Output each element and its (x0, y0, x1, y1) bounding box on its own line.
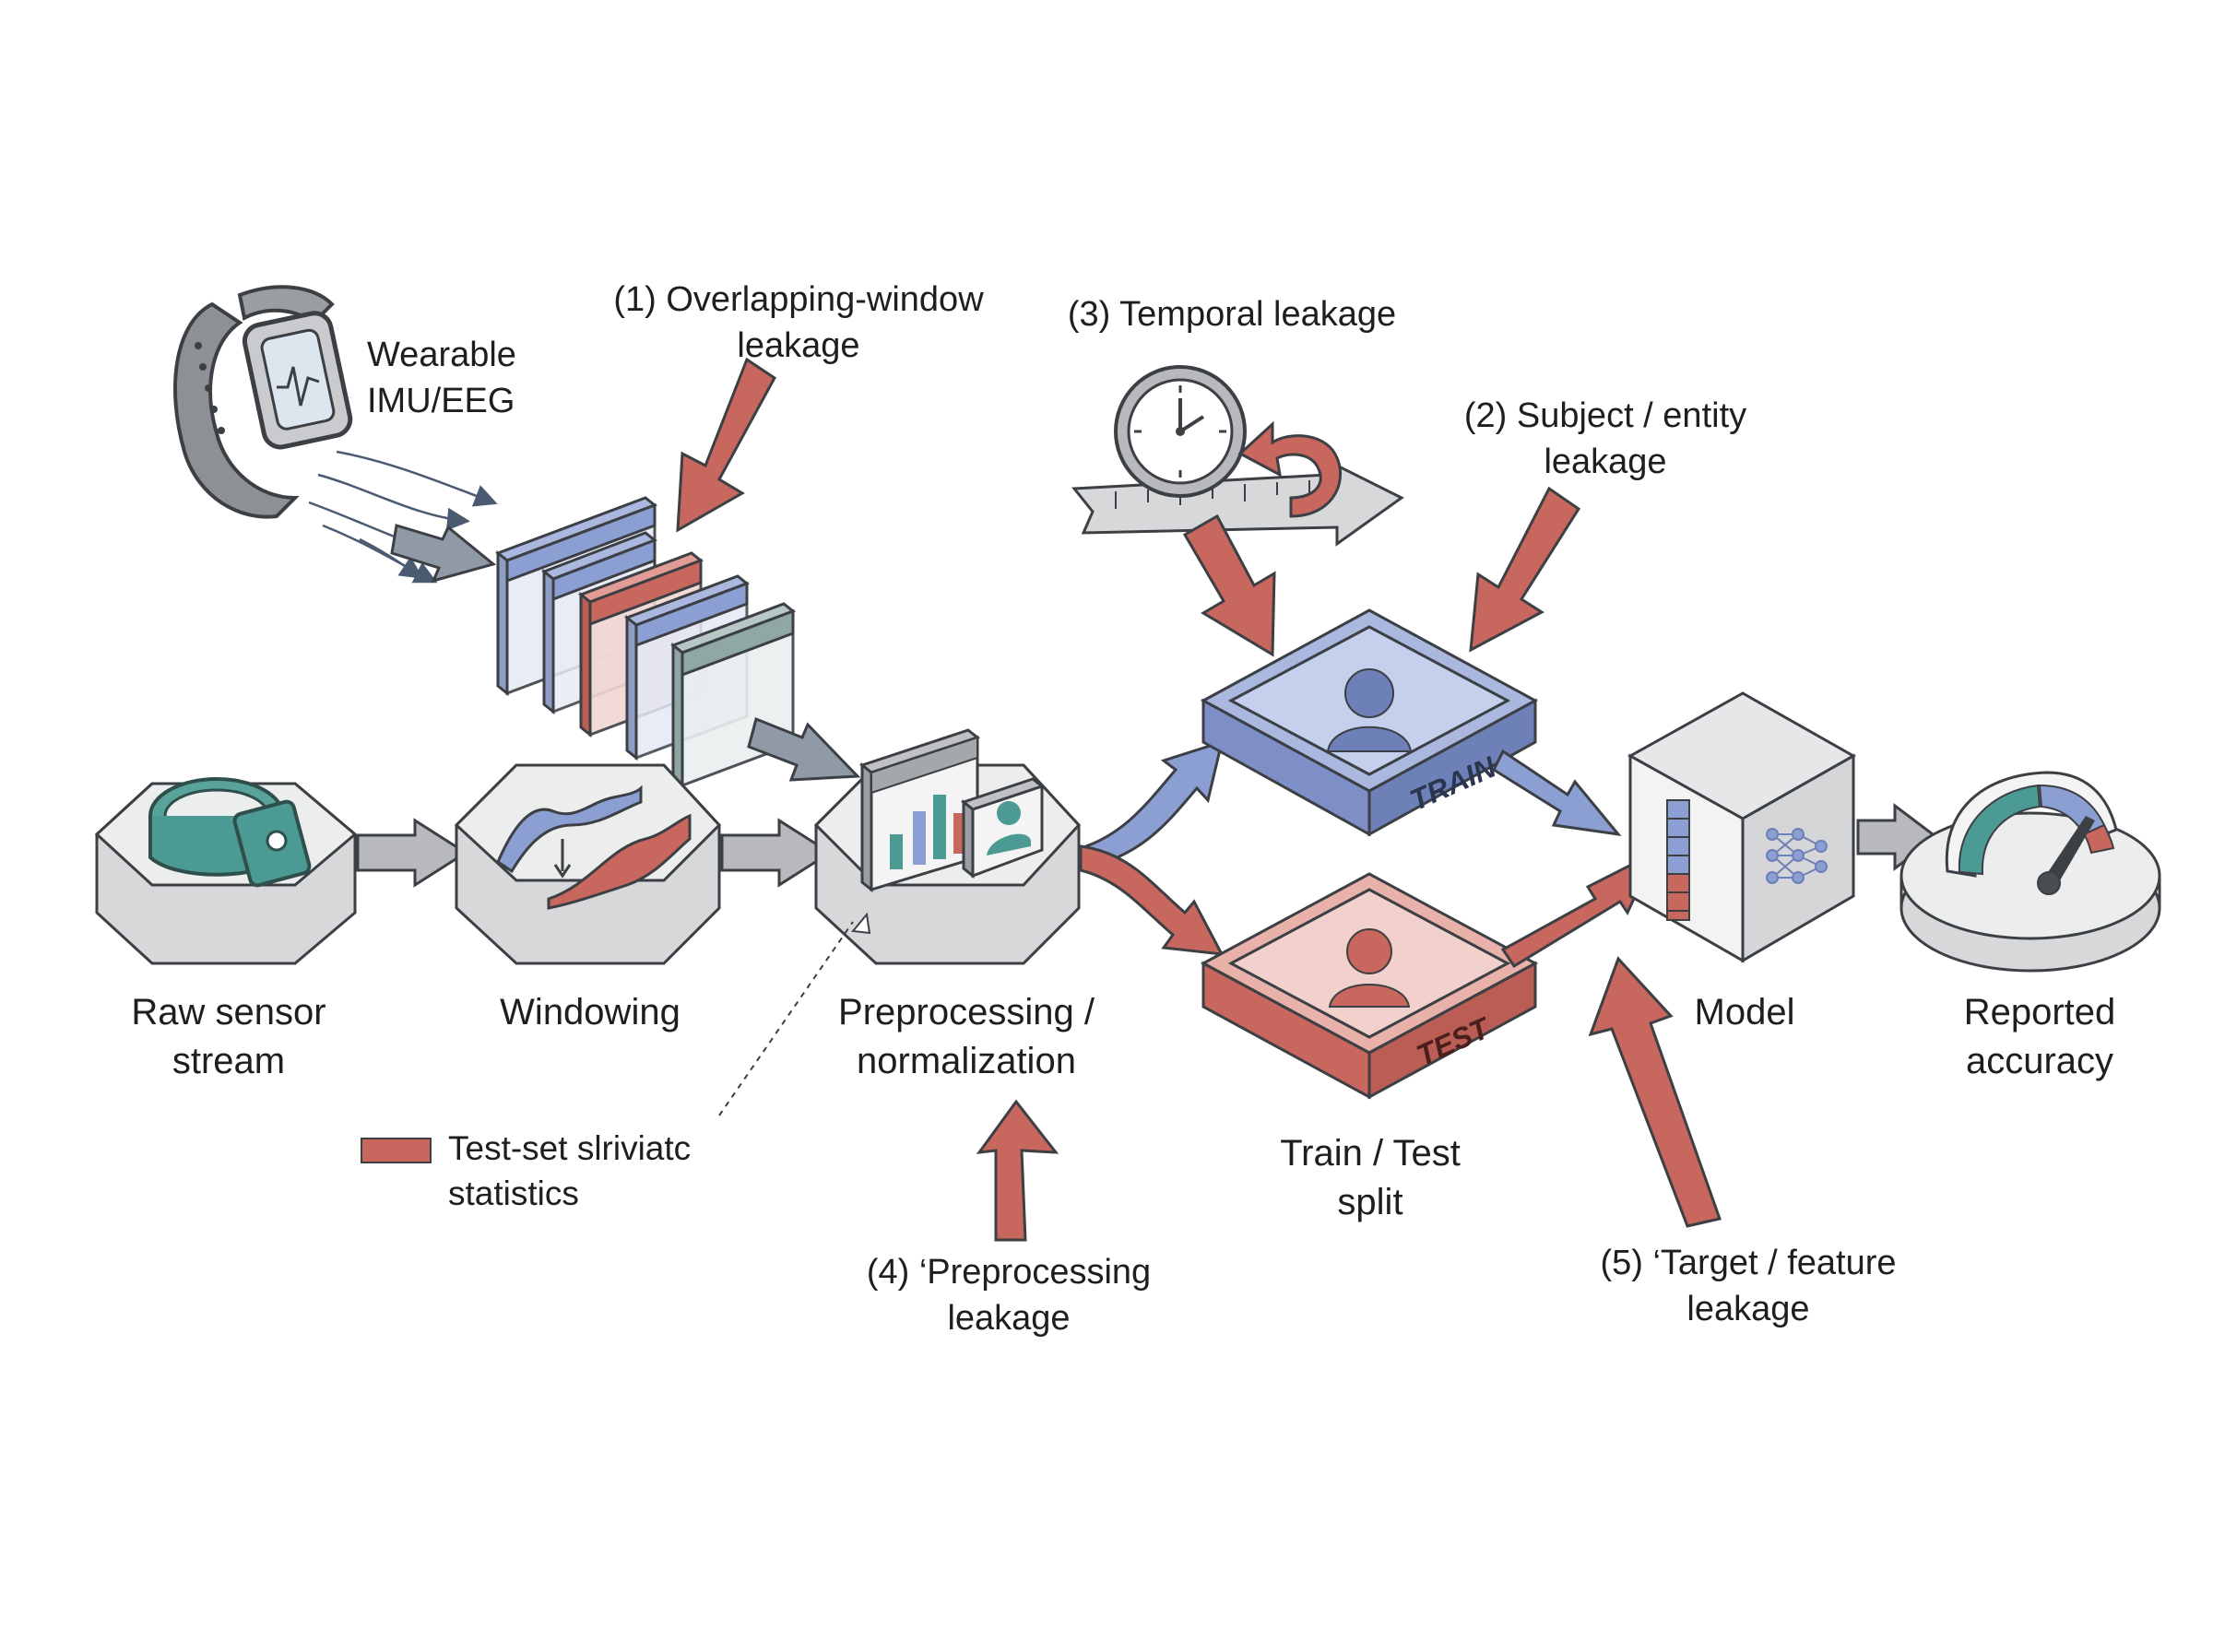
leak-arrow-temporal (1182, 513, 1276, 657)
test-tray: TEST (1200, 872, 1539, 1100)
node-label-model: Model (1694, 992, 1795, 1032)
flow-arrow-windows-to-preprocessing (747, 716, 861, 782)
leak-label-preprocessing: (4) ‘Preprocessing leakage (866, 1253, 1152, 1339)
wearable-label: Wearable IMU/EEG (367, 336, 516, 421)
leak-label-subject: (2) Subject / entity leakage (1463, 396, 1747, 482)
flow-arrow-windowing-to-preprocessing (720, 818, 833, 888)
node-raw-sensor (94, 777, 358, 965)
leak-label-overlapping: (1) Overlapping-window leakage (613, 280, 984, 366)
accuracy-gauge (1899, 771, 2161, 973)
flow-arrow-raw-to-windowing (356, 818, 468, 888)
person-card-icon (960, 777, 1046, 879)
legend-swatch (361, 1138, 432, 1163)
leak-arrow-target (1588, 956, 1722, 1228)
node-label-windowing: Windowing (500, 992, 680, 1032)
watch-icon (173, 285, 353, 519)
train-tray: TRAIN (1200, 608, 1539, 837)
model-layer-stack (1666, 799, 1690, 921)
leak-label-temporal: (3) Temporal leakage (1067, 295, 1397, 334)
node-label-reported: Reported accuracy (1963, 992, 2116, 1081)
wristband-icon (148, 777, 312, 888)
overlapping-windows-stack (495, 496, 796, 789)
flow-arrow-to-windows (390, 524, 497, 584)
flow-arrow-train-to-model (1492, 749, 1622, 837)
bar-chart-icon (858, 728, 981, 893)
model-cube (1627, 691, 1857, 963)
flow-arrow-to-test (1079, 844, 1225, 956)
neural-network-icon (1766, 828, 1828, 884)
node-windowing (454, 763, 722, 965)
timeline-ruler (1071, 458, 1404, 547)
leak-arrow-overlapping (676, 357, 776, 533)
flow-arrow-to-train (1079, 739, 1225, 870)
node-label-raw: Raw sensor stream (131, 992, 326, 1081)
leak-arrow-preprocessing (976, 1099, 1059, 1242)
node-preprocessing (813, 728, 1082, 965)
leak-label-target: (5) ‘Target / feature leakage (1600, 1244, 1897, 1329)
time-reversal-arrow (1237, 420, 1342, 518)
node-label-preprocessing: Preprocessing / normalization (838, 992, 1095, 1081)
legend-label: Test-set slriviatc statistics (448, 1129, 692, 1212)
node-label-split: Train / Test split (1280, 1133, 1461, 1222)
clock-icon (1114, 365, 1247, 498)
leak-arrow-subject (1469, 486, 1581, 653)
gauge-needle (2042, 816, 2095, 887)
